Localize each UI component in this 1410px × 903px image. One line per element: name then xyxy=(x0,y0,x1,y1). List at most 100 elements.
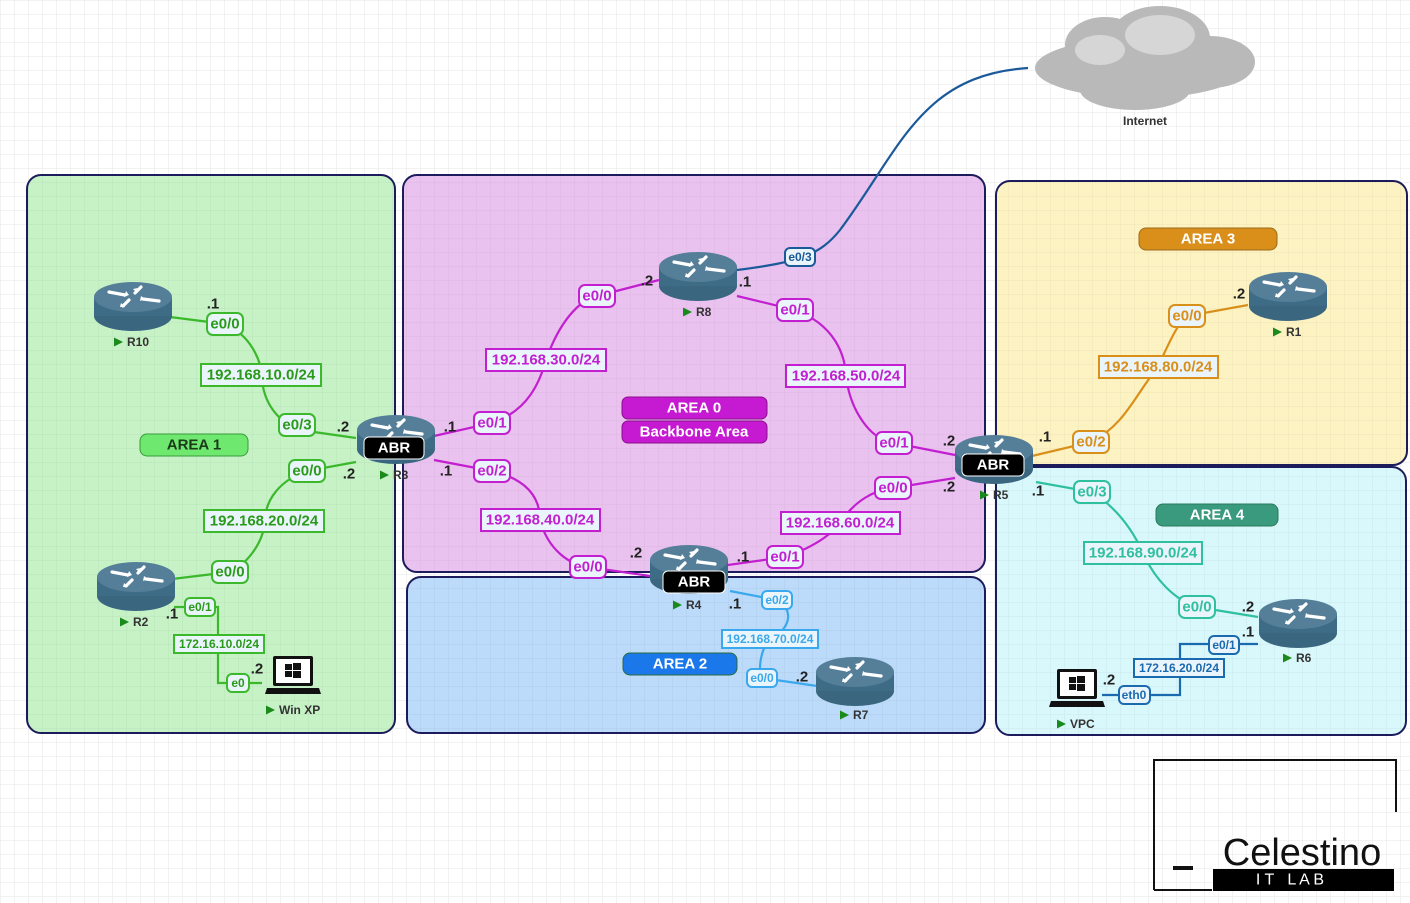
svg-text:.1: .1 xyxy=(207,296,220,313)
link-tags: e0/0 .1 192.168.10.0/24 e0/3 .2 e0/0 .2 … xyxy=(166,247,1255,705)
svg-text:e0/0: e0/0 xyxy=(1182,599,1211,616)
area-3-label: AREA 3 xyxy=(1138,227,1278,251)
tag-r10-e0-0: e0/0 xyxy=(206,312,244,336)
svg-text:ABR: ABR xyxy=(678,574,711,591)
tag-r7-e0-0: e0/0 xyxy=(746,668,778,688)
svg-text:e0/0: e0/0 xyxy=(1172,308,1201,325)
tag-r5-e0-2: e0/2 xyxy=(1072,430,1110,454)
router-r2-label: R2 xyxy=(133,615,149,629)
tag-winxp-e0: e0 xyxy=(226,673,250,693)
router-r8-label: R8 xyxy=(696,305,712,319)
svg-text:.1: .1 xyxy=(440,463,453,480)
tag-r5-e0-3: e0/3 xyxy=(1073,480,1111,504)
tag-r4-e0-0: e0/0 xyxy=(569,555,607,579)
area-4-label: AREA 4 xyxy=(1155,503,1279,527)
svg-text:.2: .2 xyxy=(251,661,264,678)
svg-text:e0/1: e0/1 xyxy=(1212,638,1236,652)
tag-net-192-168-50: 192.168.50.0/24 xyxy=(785,364,906,388)
svg-text:AREA 3: AREA 3 xyxy=(1181,231,1235,248)
router-r1-icon[interactable] xyxy=(1248,270,1328,322)
tag-net-172-16-20: 172.16.20.0/24 xyxy=(1133,658,1225,678)
tag-r6-e0-0: e0/0 xyxy=(1178,595,1216,619)
tag-r6-e0-1: e0/1 xyxy=(1208,635,1240,655)
tag-r3-e0-0: e0/0 xyxy=(288,459,326,483)
svg-text:.1: .1 xyxy=(729,596,742,613)
laptop-vpc-icon[interactable] xyxy=(1049,669,1105,707)
svg-text:.2: .2 xyxy=(1233,286,1246,303)
router-r3-label: R3 xyxy=(393,468,409,482)
svg-text:e0/0: e0/0 xyxy=(750,671,774,685)
svg-text:172.16.20.0/24: 172.16.20.0/24 xyxy=(1139,661,1219,675)
tag-net-192-168-30: 192.168.30.0/24 xyxy=(485,348,607,372)
svg-text:192.168.10.0/24: 192.168.10.0/24 xyxy=(207,367,316,384)
tag-r2-e0-1: e0/1 xyxy=(184,597,216,617)
tag-r1-e0-0: e0/0 xyxy=(1168,304,1206,328)
svg-text:AREA 4: AREA 4 xyxy=(1190,507,1245,524)
svg-text:e0/0: e0/0 xyxy=(210,316,239,333)
svg-text:.1: .1 xyxy=(739,274,752,291)
svg-text:.2: .2 xyxy=(796,669,809,686)
svg-text:192.168.30.0/24: 192.168.30.0/24 xyxy=(492,352,601,369)
router-r8-icon[interactable] xyxy=(658,250,738,302)
tag-net-192-168-60: 192.168.60.0/24 xyxy=(780,511,901,535)
host-vpc-label: VPC xyxy=(1070,717,1095,731)
backbone-area-label: Backbone Area xyxy=(621,420,768,444)
tag-net-192-168-40: 192.168.40.0/24 xyxy=(480,508,601,532)
router-r6-icon[interactable] xyxy=(1258,597,1338,649)
router-r10-label: R10 xyxy=(127,335,149,349)
tag-net-192-168-80: 192.168.80.0/24 xyxy=(1098,355,1219,379)
svg-text:192.168.80.0/24: 192.168.80.0/24 xyxy=(1104,359,1213,376)
logo-sub: I T L A B xyxy=(1256,872,1324,889)
svg-text:e0/2: e0/2 xyxy=(477,463,506,480)
svg-text:192.168.40.0/24: 192.168.40.0/24 xyxy=(486,512,595,529)
svg-text:.2: .2 xyxy=(1242,599,1255,616)
tag-net-192-168-70: 192.168.70.0/24 xyxy=(721,629,819,649)
svg-text:ABR: ABR xyxy=(977,457,1010,474)
svg-text:192.168.20.0/24: 192.168.20.0/24 xyxy=(210,513,319,530)
tag-r4-e0-1: e0/1 xyxy=(766,545,804,569)
svg-text:e0/2: e0/2 xyxy=(1076,434,1105,451)
svg-text:AREA 0: AREA 0 xyxy=(667,400,721,417)
tag-r5-e0-1: e0/1 xyxy=(875,431,913,455)
svg-text:.2: .2 xyxy=(641,273,654,290)
svg-text:e0/0: e0/0 xyxy=(573,559,602,576)
router-labels: R10 R2 R3 R8 R5 R4 R7 R1 R6 Win XP VPC xyxy=(114,305,1312,731)
svg-text:AREA 2: AREA 2 xyxy=(653,656,707,673)
laptop-winxp-icon[interactable] xyxy=(265,656,321,694)
area-0-region xyxy=(402,174,986,573)
tag-net-192-168-20: 192.168.20.0/24 xyxy=(203,509,325,533)
svg-text:172.16.10.0/24: 172.16.10.0/24 xyxy=(179,637,259,651)
host-winxp-label: Win XP xyxy=(279,703,320,717)
tag-r8-e0-1: e0/1 xyxy=(776,298,814,322)
svg-text:eth0: eth0 xyxy=(1122,688,1147,702)
tag-r5-e0-0: e0/0 xyxy=(874,476,912,500)
svg-text:AREA 1: AREA 1 xyxy=(167,437,221,454)
tag-r3-e0-3: e0/3 xyxy=(278,413,316,437)
area-1-label: AREA 1 xyxy=(139,433,249,457)
tag-net-192-168-10: 192.168.10.0/24 xyxy=(200,363,322,387)
svg-text:ABR: ABR xyxy=(378,440,411,457)
abr-badge-r4: ABR xyxy=(662,570,726,594)
svg-text:e0/1: e0/1 xyxy=(770,549,799,566)
tag-r8-e0-3: e0/3 xyxy=(784,247,816,267)
svg-text:e0/1: e0/1 xyxy=(780,302,809,319)
svg-text:Backbone Area: Backbone Area xyxy=(640,424,749,441)
svg-text:.1: .1 xyxy=(444,419,457,436)
tag-r2-e0-0: e0/0 xyxy=(211,560,249,584)
router-r2-icon[interactable] xyxy=(96,560,176,612)
svg-text:.2: .2 xyxy=(943,433,956,450)
svg-text:e0/1: e0/1 xyxy=(477,415,506,432)
svg-text:.2: .2 xyxy=(337,419,350,436)
tag-r3-e0-1: e0/1 xyxy=(473,411,511,435)
tag-r8-e0-0: e0/0 xyxy=(578,284,616,308)
router-r7-icon[interactable] xyxy=(815,655,895,707)
svg-text:e0/0: e0/0 xyxy=(878,480,907,497)
internet-label: Internet xyxy=(1123,114,1167,128)
logo-name: Celestino xyxy=(1223,832,1381,874)
tag-r3-e0-2: e0/2 xyxy=(473,459,511,483)
router-r10-icon[interactable] xyxy=(93,280,173,332)
svg-text:192.168.90.0/24: 192.168.90.0/24 xyxy=(1089,545,1198,562)
router-r5-label: R5 xyxy=(993,488,1009,502)
abr-badge-r3: ABR xyxy=(363,436,425,460)
svg-text:e0/0: e0/0 xyxy=(582,288,611,305)
